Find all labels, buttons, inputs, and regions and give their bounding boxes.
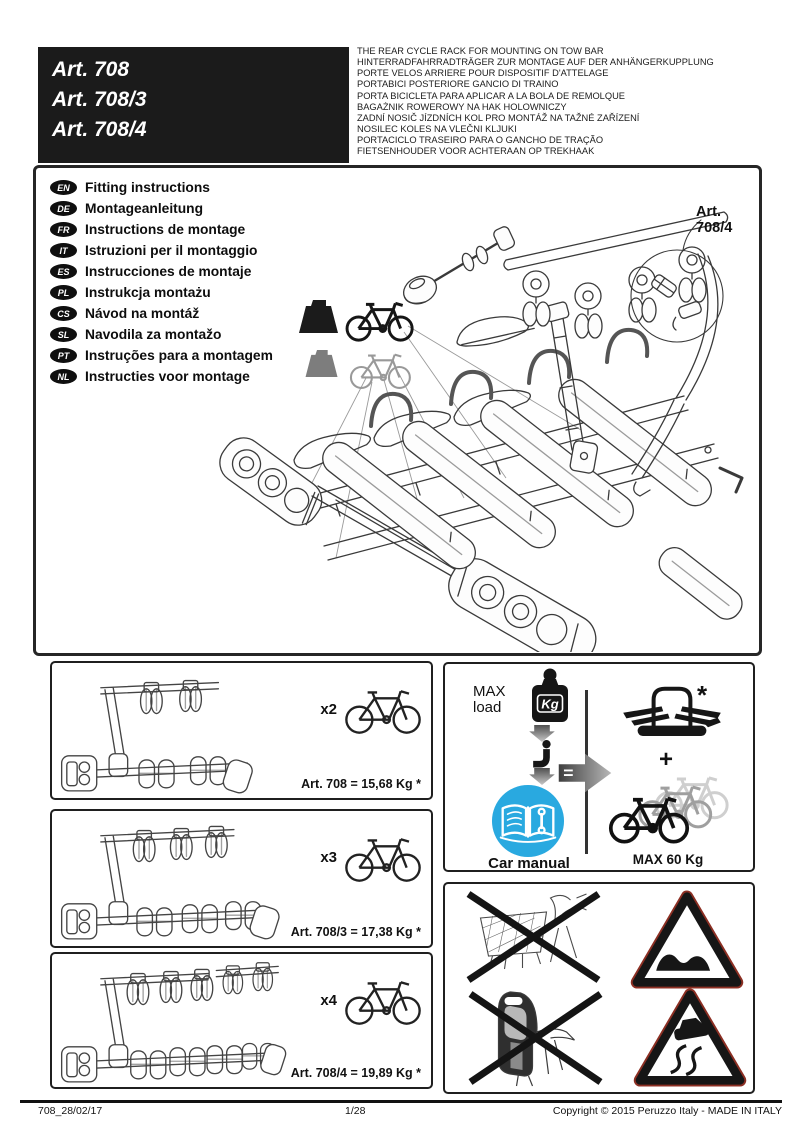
qty-label: x4 (320, 991, 337, 1009)
rack-folded-sketch (60, 679, 253, 794)
kg-weight-icon: Kg (532, 668, 568, 722)
bike-icon (345, 981, 421, 1025)
weight-label: Art. 708 = 15,68 Kg * (301, 777, 421, 791)
weight-icon-dark (299, 300, 338, 333)
variant-box-708-4: x4 Art. 708/4 = 19,89 Kg * (50, 952, 433, 1089)
bike-quantity: x4 (320, 974, 423, 1026)
bikes-silhouette (608, 776, 729, 844)
wheel-tray (480, 399, 634, 528)
footer-divider (20, 1100, 782, 1103)
towbar-hook-icon (533, 740, 551, 768)
plus-sign: + (659, 746, 674, 773)
lang-badge: EN (50, 180, 77, 195)
leader-lines (297, 325, 582, 559)
weight-label: Art. 708/4 = 19,89 Kg * (290, 1066, 421, 1080)
footer-page-number: 1/28 (345, 1105, 366, 1117)
qty-label: x2 (320, 700, 337, 718)
asterisk: * (697, 680, 708, 710)
no-child-seat-icon (468, 991, 603, 1087)
wheel-tray (322, 441, 476, 570)
bike-quantity: x2 (320, 683, 423, 735)
max-load-box: MAX load Kg (443, 662, 755, 872)
folded-rack-silhouette (623, 686, 721, 736)
product-title: HINTERRADFAHRRADTRÄGER ZUR MONTAGE AUF D… (357, 57, 714, 68)
lang-badge: NL (50, 369, 77, 384)
article-numbers-box: Art. 708 Art. 708/3 Art. 708/4 (38, 47, 349, 163)
lang-badge: ES (50, 264, 77, 279)
article-number: Art. 708 (52, 58, 130, 81)
bike-icon (345, 690, 421, 734)
arrow-down-icon (529, 768, 555, 785)
equals-arrow-icon: = (558, 753, 612, 793)
product-title: PORTE VELOS ARRIERE POUR DISPOSITIF D'AT… (357, 68, 609, 79)
no-basket-icon (466, 891, 601, 983)
max-total-label: MAX 60 Kg (632, 852, 704, 867)
product-title: THE REAR CYCLE RACK FOR MOUNTING ON TOW … (357, 46, 604, 56)
arrow-down-icon (529, 725, 555, 742)
bike-icon-dark (345, 301, 414, 342)
lang-badge: FR (50, 222, 77, 237)
lang-badge: PL (50, 285, 77, 300)
product-title: PORTACICLO TRASEIRO PARA O GANCHO DE TRA… (357, 135, 604, 146)
lang-badge: IT (50, 243, 77, 258)
product-title: NOSILEC KOLES NA VLEČNI KLJUKI (357, 124, 517, 135)
qty-label: x3 (320, 848, 337, 866)
article-number: Art. 708/3 (52, 88, 147, 111)
car-manual-book-icon (491, 784, 565, 858)
left-light-bar (219, 437, 323, 526)
lang-badge: DE (50, 201, 77, 216)
weight-label: Art. 708/3 = 17,38 Kg * (290, 925, 421, 939)
svg-text:Kg: Kg (541, 697, 558, 712)
article-number: Art. 708/4 (52, 118, 147, 141)
lang-badge: SL (50, 327, 77, 342)
wheel-tray (402, 420, 556, 549)
product-title: PORTA BICICLETA PARA APLICAR A LA BOLA D… (357, 90, 625, 101)
lang-badge: PT (50, 348, 77, 363)
bike-icon-gray (349, 353, 411, 389)
slippery-road-warning-icon (633, 988, 747, 1087)
variant-box-708: x2 Art. 708 = 15,68 Kg * (50, 661, 433, 800)
weight-icon-gray (305, 350, 338, 378)
product-titles: THE REAR CYCLE RACK FOR MOUNTING ON TOW … (357, 46, 787, 158)
callout-art-708-4: Art. 708/4 (696, 204, 733, 236)
detail-circle (630, 249, 724, 343)
variant-box-708-3: x3 Art. 708/3 = 17,38 Kg * (50, 809, 433, 948)
lang-badge: CS (50, 306, 77, 321)
car-manual-label: Car manual (488, 855, 570, 872)
product-title: FIETSENHOUDER VOOR ACHTERAAN OP TREKHAAK (357, 146, 595, 157)
rack-folded-sketch (60, 962, 287, 1083)
product-title: ZADNÍ NOSIČ JÍZDNÍCH KOL PRO MONTÁŽ NA T… (357, 112, 640, 123)
footer-doc-code: 708_28/02/17 (38, 1105, 103, 1117)
product-title: BAGAŻNIK ROWEROWY NA HAK HOLOWNICZY (357, 101, 567, 112)
bike-quantity: x3 (320, 831, 423, 883)
product-title: PORTABICI POSTERIORE GANCIO DI TRAINO (357, 79, 559, 90)
warnings-box (443, 882, 755, 1094)
rack-folded-sketch (60, 825, 280, 940)
bumpy-road-warning-icon (630, 890, 744, 989)
footer-copyright: Copyright © 2015 Peruzzo Italy - MADE IN… (552, 1105, 782, 1117)
max-load-label: MAX load (473, 683, 506, 716)
bike-icon (345, 838, 421, 882)
svg-text:=: = (563, 763, 573, 783)
wheel-tray (558, 378, 712, 507)
bottom-light-bar (448, 558, 597, 652)
